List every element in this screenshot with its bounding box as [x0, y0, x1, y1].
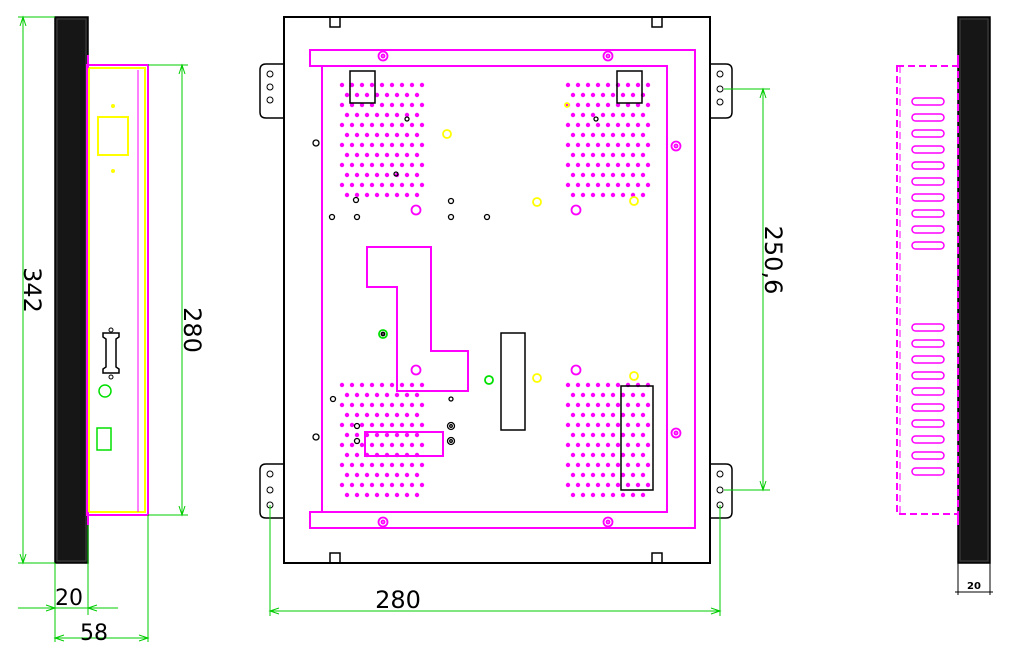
dim-front-vertical-mount: 250,6 [759, 226, 787, 295]
dim-right-offset: 20 [967, 581, 981, 592]
dim-left-total-depth: 58 [80, 621, 108, 646]
screw-holes-yellow [442, 102, 639, 383]
vent-grid-br [565, 382, 651, 498]
right-bezel-highlight [959, 18, 989, 562]
left-side-view [54, 16, 149, 564]
left-chassis-magenta [86, 64, 149, 516]
mounting-ear-tr [710, 63, 733, 119]
black-box-bottom-right [620, 385, 654, 491]
left-chassis-yellow [88, 67, 146, 513]
left-dimensions [18, 15, 188, 642]
front-view [259, 16, 733, 564]
dim-left-height: 342 [18, 267, 46, 313]
dim-left-offset: 20 [55, 586, 83, 611]
audio-jack-icon [98, 384, 112, 398]
vga-screw-bottom [108, 374, 114, 380]
right-dimensions [955, 563, 993, 595]
right-vent-slots-bottom [911, 323, 945, 476]
screw-holes-black [312, 116, 599, 446]
black-box-top-left [349, 70, 376, 104]
mounting-ear-bl [259, 463, 284, 519]
left-bezel-strip [54, 16, 89, 564]
left-led-dot-bottom [111, 169, 115, 173]
vent-grid-bl [339, 382, 425, 498]
front-bezel-outline [283, 16, 711, 564]
vga-screw-top [108, 327, 114, 333]
screw-holes-magenta [377, 50, 682, 528]
screw-holes-green [378, 329, 494, 385]
right-side-view [896, 16, 991, 564]
left-led-dot-top [111, 104, 115, 108]
vga-port-icon [102, 332, 120, 374]
black-box-top-right [616, 70, 643, 104]
left-connector-square [97, 116, 129, 156]
front-top-notches [329, 16, 663, 564]
power-port-icon [96, 427, 112, 451]
board-outline-magenta [366, 246, 469, 392]
front-chassis-magenta-outer [309, 49, 696, 529]
dim-left-depth-inner: 280 [178, 307, 206, 353]
front-dimensions [268, 87, 770, 616]
vent-grid-tr [565, 82, 651, 198]
mounting-ear-tl [259, 63, 284, 119]
right-chassis-magenta [896, 65, 959, 515]
black-box-center [500, 332, 526, 431]
mounting-ear-br [710, 463, 733, 519]
right-vent-slots-top [911, 97, 945, 250]
board-bottom-magenta [364, 431, 444, 457]
vent-grid-tl [339, 82, 425, 198]
dim-front-horizontal-mount: 280 [375, 586, 421, 614]
right-bezel-strip [957, 16, 991, 564]
